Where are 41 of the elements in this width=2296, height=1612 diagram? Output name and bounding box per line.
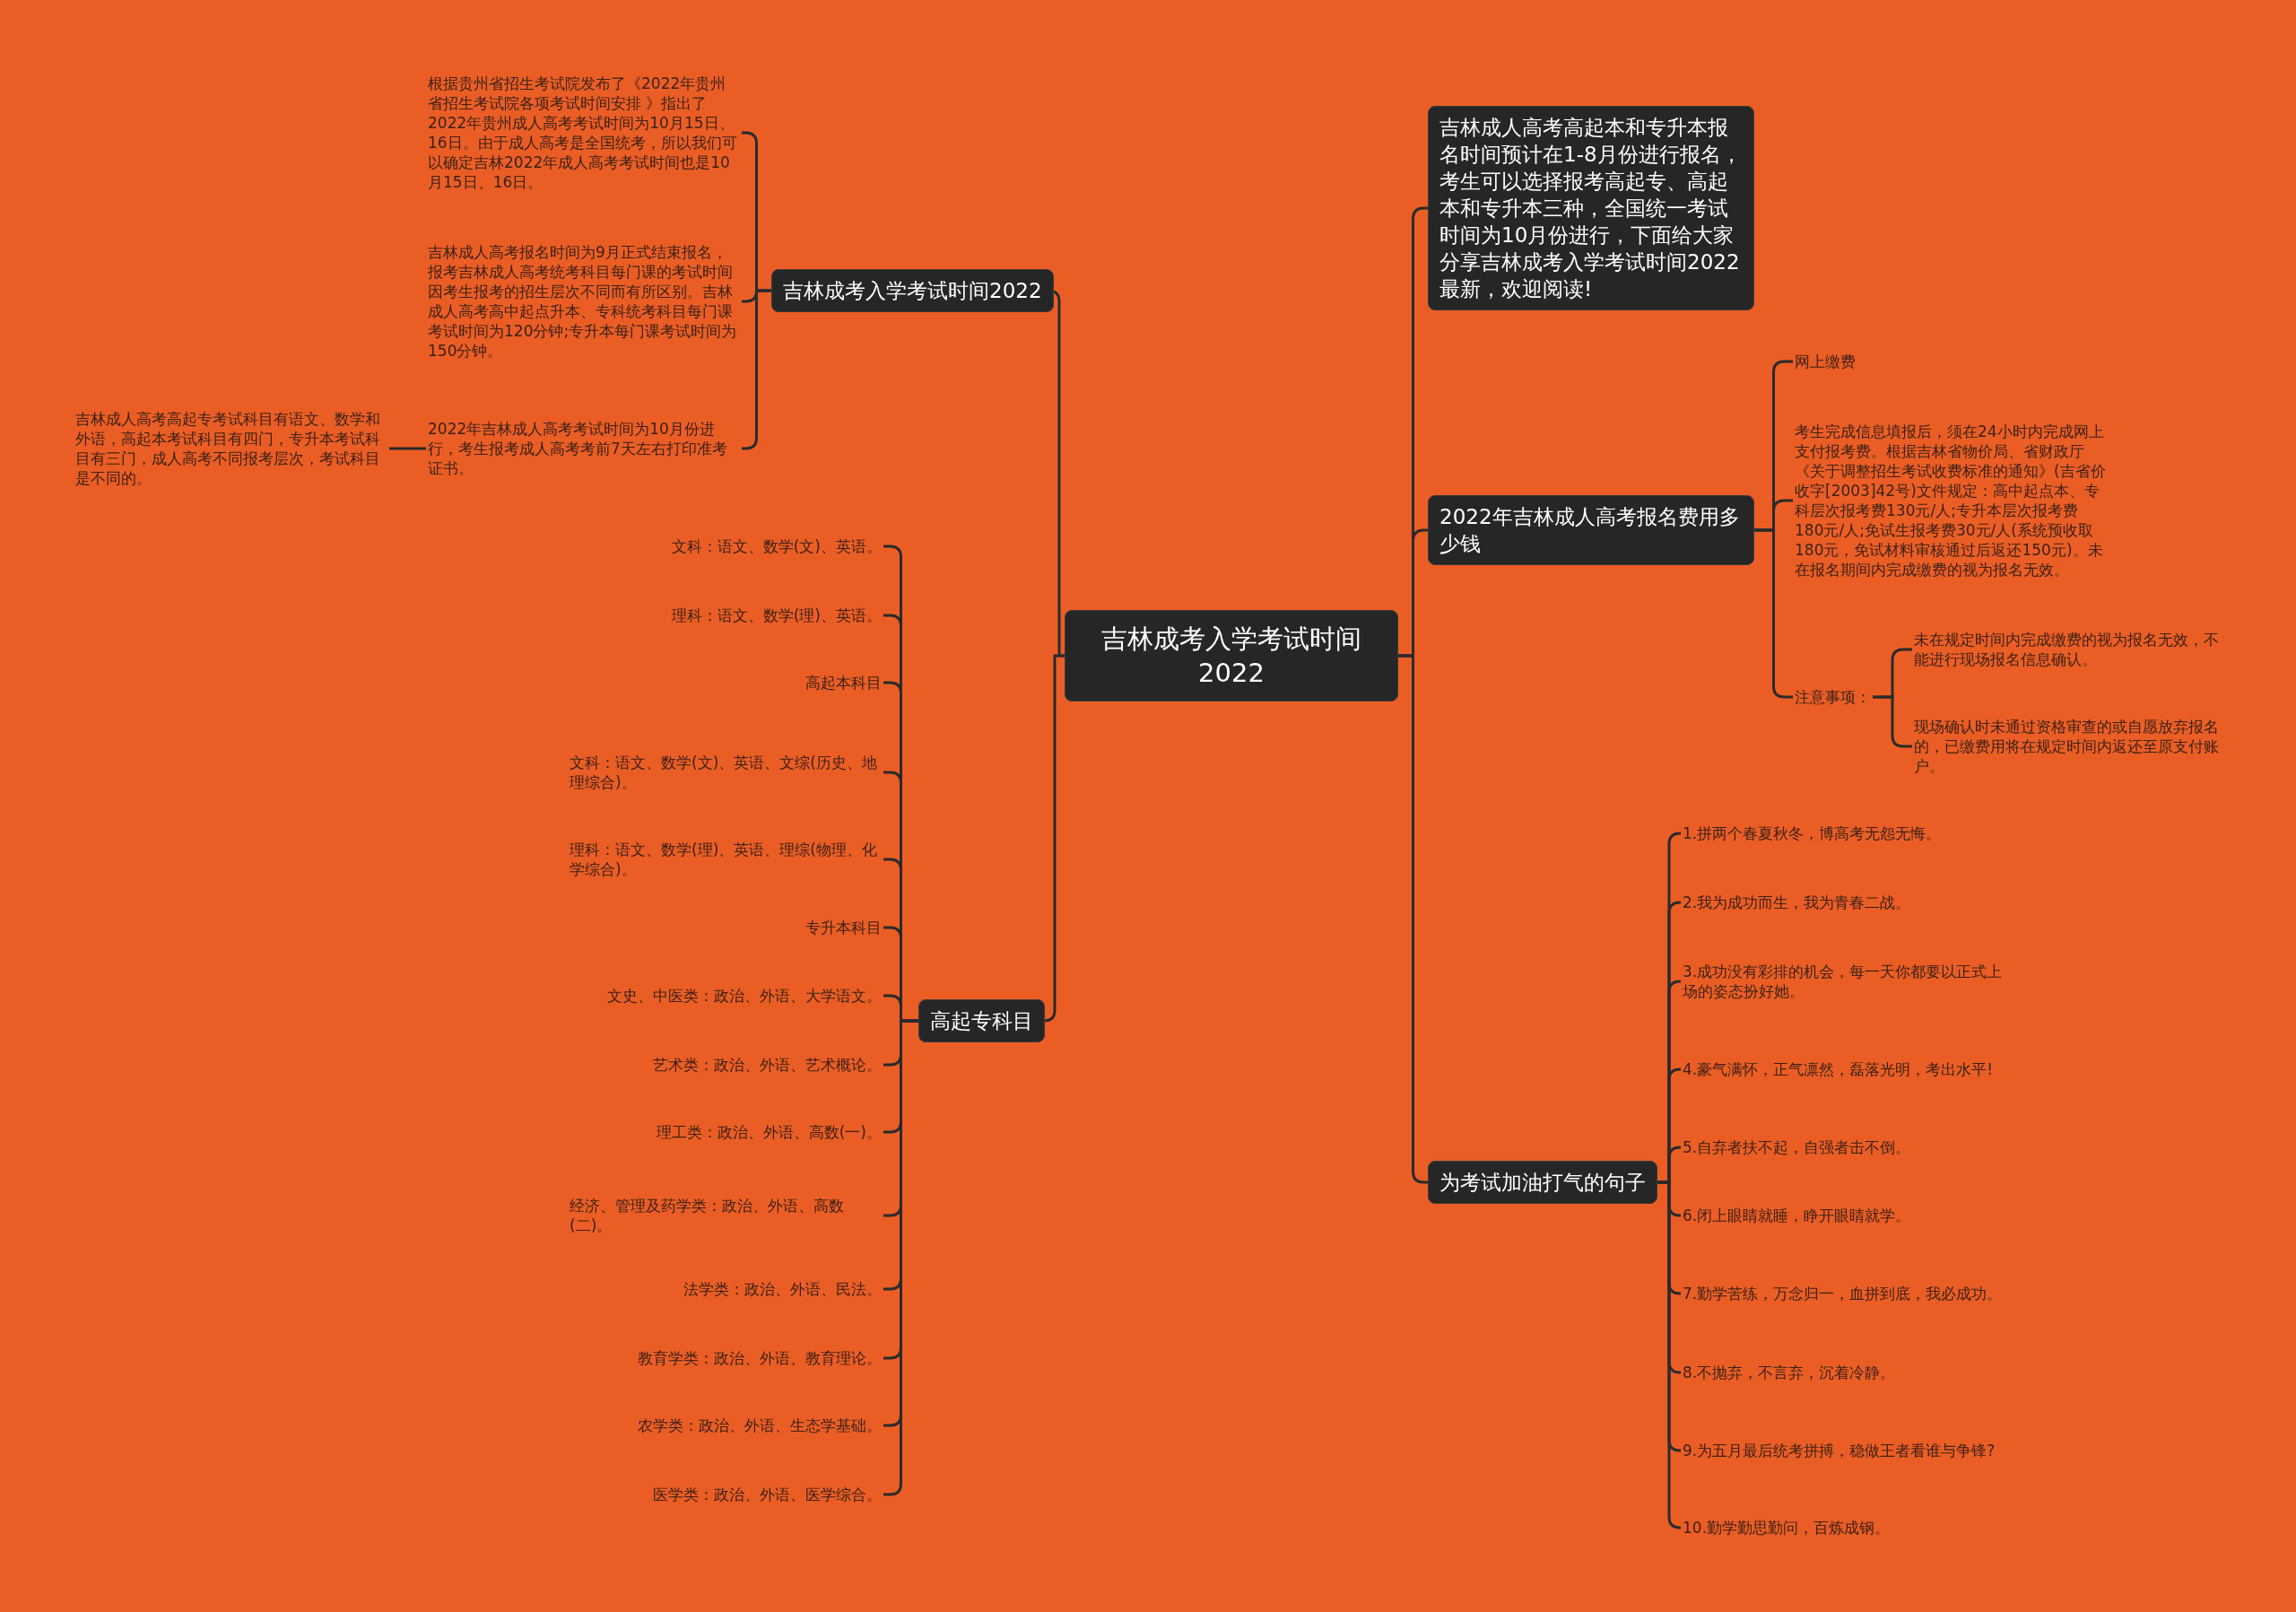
central-topic-box: 吉林成考入学考试时间2022 xyxy=(1065,610,1398,701)
topic-text: 1.拼两个春夏秋冬，博高考无怨无悔。 xyxy=(1681,823,1944,844)
topic-text: 2.我为成功而生，我为青春二战。 xyxy=(1681,892,1913,913)
connector-line xyxy=(1657,1181,1682,1529)
topic-box: 吉林成人高考高起本和专升本报名时间预计在1-8月份进行报名，考生可以选择报考高起专、高起本和专升本三种，全国统一考试时间为10月份进行，下面给大家分享吉林成考入学考试时间2022最新，欢迎阅读! xyxy=(1428,106,1754,310)
topic-text: 理工类：政治、外语、高数(一)。 xyxy=(654,1121,883,1143)
connector-line xyxy=(389,447,426,450)
topic-text: 理科：语文、数学(理)、英语。 xyxy=(669,605,883,626)
topic-text: 吉林成人高考报名时间为9月正式结束报名，报考吉林成人高考统考科目每门课的考试时间因考生报考的招生层次不同而有所区别。吉林成人高考高中起点升本、专科统考科目每门课考试时间为120分钟;专升本每门课考试时间为150分钟。 xyxy=(426,241,742,362)
topic-text: 吉林成人高考高起专考试科目有语文、数学和外语，高起本考试科目有四门，专升本考试科目有三门，成人高考不同报考层次，考试科目是不同的。 xyxy=(74,408,389,489)
topic-text: 文史、中医类：政治、外语、大学语文。 xyxy=(605,985,883,1006)
topic-box: 高起专科目 xyxy=(918,999,1045,1042)
topic-text: 现场确认时未通过资格审查的或自愿放弃报名的，已缴费用将在规定时间内返还至原支付账户。 xyxy=(1912,716,2231,777)
topic-text: 注意事项： xyxy=(1793,686,1873,708)
topic-box: 2022年吉林成人高考报名费用多少钱 xyxy=(1428,495,1754,565)
topic-text: 农学类：政治、外语、生态学基础。 xyxy=(636,1415,883,1436)
topic-text: 4.豪气满怀，正气凛然，磊落光明，考出水平! xyxy=(1681,1059,1996,1080)
topic-box: 为考试加油打气的句子 xyxy=(1428,1161,1657,1204)
topic-text: 8.不抛弃，不言弃，沉着冷静。 xyxy=(1681,1362,1898,1383)
topic-text: 教育学类：政治、外语、教育理论。 xyxy=(636,1347,883,1369)
topic-text: 未在规定时间内完成缴费的视为报名无效，不能进行现场报名信息确认。 xyxy=(1912,629,2231,670)
topic-text: 文科：语文、数学(文)、英语。 xyxy=(669,536,883,557)
topic-text: 9.为五月最后统考拼搏，稳做王者看谁与争锋? xyxy=(1681,1440,1997,1461)
topic-text: 2022年吉林成人高考考试时间为10月份进行，考生报考成人高考考前7天左右打印准考证书。 xyxy=(426,418,742,479)
topic-text: 3.成功没有彩排的机会，每一天你都要以正式上场的姿态扮好她。 xyxy=(1681,961,2005,1002)
topic-text: 6.闭上眼睛就睡，睁开眼睛就学。 xyxy=(1681,1205,1913,1226)
topic-text: 根据贵州省招生考试院发布了《2022年贵州省招生考试院各项考试时间安排 》指出了2022年贵州成人高考考试时间为10月15日、16日。由于成人高考是全国统考，所以我们可以确定吉林2022年成人高考考试时间也是10月15日、16日。 xyxy=(426,73,742,193)
topic-text: 10.勤学勤思勤问，百炼成钢。 xyxy=(1681,1517,1892,1538)
topic-box: 吉林成考入学考试时间2022 xyxy=(771,269,1054,312)
topic-text: 理科：语文、数学(理)、英语、理综(物理、化学综合)。 xyxy=(568,839,883,880)
topic-text: 网上缴费 xyxy=(1793,351,1857,372)
topic-text: 法学类：政治、外语、民法。 xyxy=(682,1278,883,1300)
topic-text: 专升本科目 xyxy=(804,917,883,938)
topic-text: 经济、管理及药学类：政治、外语、高数(二)。 xyxy=(568,1195,883,1236)
topic-text: 高起本科目 xyxy=(804,672,883,693)
topic-text: 5.自弃者扶不起，自强者击不倒。 xyxy=(1681,1137,1913,1158)
topic-text: 医学类：政治、外语、医学综合。 xyxy=(651,1484,883,1505)
topic-text: 考生完成信息填报后，须在24小时内完成网上支付报考费。根据吉林省物价局、省财政厅《关于调整招生考试收费标准的通知》(吉省价收字[2003]42号)文件规定：高中起点本、专科层次报考费130元/人;专升本层次报考费180元/人;免试生报考费30元/人(系统预收取180元，免试材料审核通过后返还150元)。未在报名期间内完成缴费的视为报名无效。 xyxy=(1793,421,2109,580)
topic-text: 文科：语文、数学(文)、英语、文综(历史、地理综合)。 xyxy=(568,752,883,793)
topic-text: 艺术类：政治、外语、艺术概论。 xyxy=(651,1054,883,1076)
topic-text: 7.勤学苦练，万念归一，血拼到底，我必成功。 xyxy=(1681,1283,2005,1304)
